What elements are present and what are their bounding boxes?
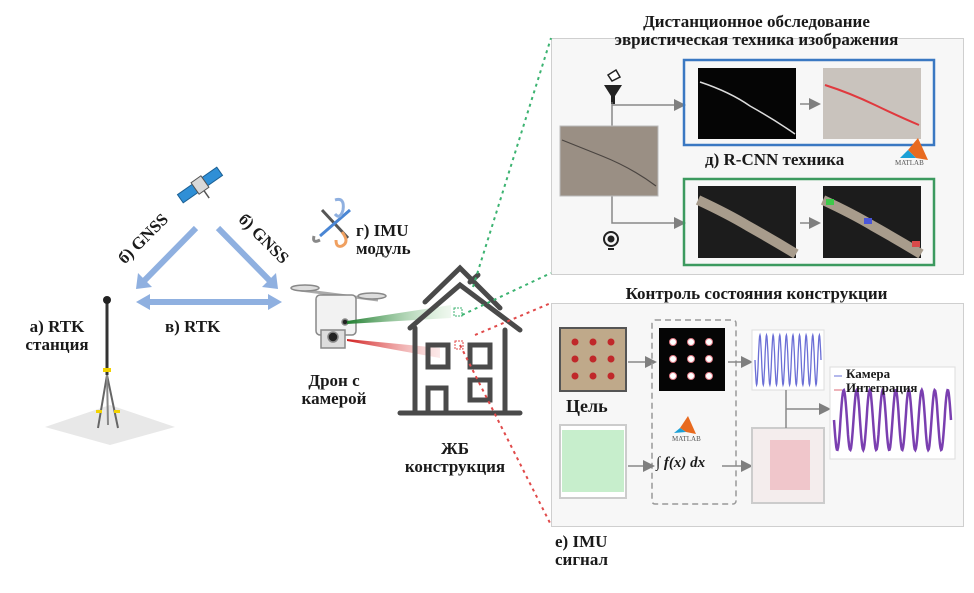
- branch-down: [611, 196, 686, 229]
- target-dots: [571, 338, 615, 380]
- imu-signal-label: е) IMU сигнал: [555, 532, 609, 569]
- rtk-tripod-icon: [96, 296, 120, 429]
- target-dot: [607, 372, 615, 380]
- processed-dot: [705, 355, 713, 363]
- legend-integration: Интеграция: [846, 380, 918, 395]
- camera-beam-green: [347, 305, 451, 324]
- connector-green-top: [472, 37, 552, 288]
- rtk-station-label: а) RTK станция: [25, 317, 89, 354]
- processed-dot: [687, 355, 695, 363]
- satellite-icon: [176, 166, 224, 204]
- heuristic-frame: [682, 58, 936, 147]
- processed-dot: [705, 338, 713, 346]
- funnel-icon: [604, 68, 622, 104]
- target-marker-green: [453, 307, 463, 317]
- target-dot: [607, 355, 615, 363]
- processed-dot: [687, 372, 695, 380]
- processed-dot: [669, 338, 677, 346]
- connector-green-bottom: [461, 272, 552, 316]
- target-dot: [571, 338, 579, 346]
- drone-label: Дрон с камерой: [301, 371, 367, 408]
- rc-structure-icon: [397, 264, 523, 416]
- structure-label: ЖБ конструкция: [404, 439, 506, 476]
- imu-module-label: г) IMU модуль: [356, 221, 411, 258]
- target-dot: [589, 372, 597, 380]
- imu-module-icon: [312, 198, 351, 248]
- target-dot: [589, 355, 597, 363]
- matlab-logo-top: [900, 138, 928, 160]
- legend-camera: Камера: [846, 366, 891, 381]
- rcnn-technique-label: д) R-CNN техника: [705, 150, 845, 169]
- target-label: Цель: [566, 396, 608, 416]
- lightbulb-icon: [603, 231, 619, 250]
- rcnn-frame: [682, 177, 936, 267]
- merged-signal-wave: [832, 386, 953, 454]
- target-dot: [607, 338, 615, 346]
- matlab-process-box: [651, 319, 737, 505]
- crack-photo: [559, 125, 659, 197]
- matlab-logo-bottom: [674, 416, 696, 434]
- target-marker-red: [454, 340, 464, 350]
- branch-up: [611, 99, 686, 126]
- gnss-arrow-left: [139, 225, 199, 286]
- camera-signal-wave: [754, 332, 822, 388]
- processed-dot: [669, 372, 677, 380]
- matlab-text-top: MATLAB: [895, 159, 924, 167]
- ground-shadow: [45, 405, 175, 445]
- monitor-panel-title: Контроль состояния конструкции: [625, 284, 888, 303]
- integral-formula: ∫ f(x) dx: [656, 455, 706, 471]
- rtk-link-label: в) RTK: [165, 317, 221, 336]
- processed-dot: [705, 372, 713, 380]
- target-dot: [589, 338, 597, 346]
- matlab-text-bottom: MATLAB: [672, 435, 701, 443]
- drone-icon: [290, 284, 387, 349]
- target-dot: [571, 355, 579, 363]
- gnss-arrow-right: [215, 225, 275, 286]
- processed-dot: [687, 338, 695, 346]
- connector-red-bottom: [459, 344, 552, 526]
- processed-dot: [669, 355, 677, 363]
- target-dot: [571, 372, 579, 380]
- remote-panel-title: Дистанционное обследование эвристическая…: [614, 12, 899, 49]
